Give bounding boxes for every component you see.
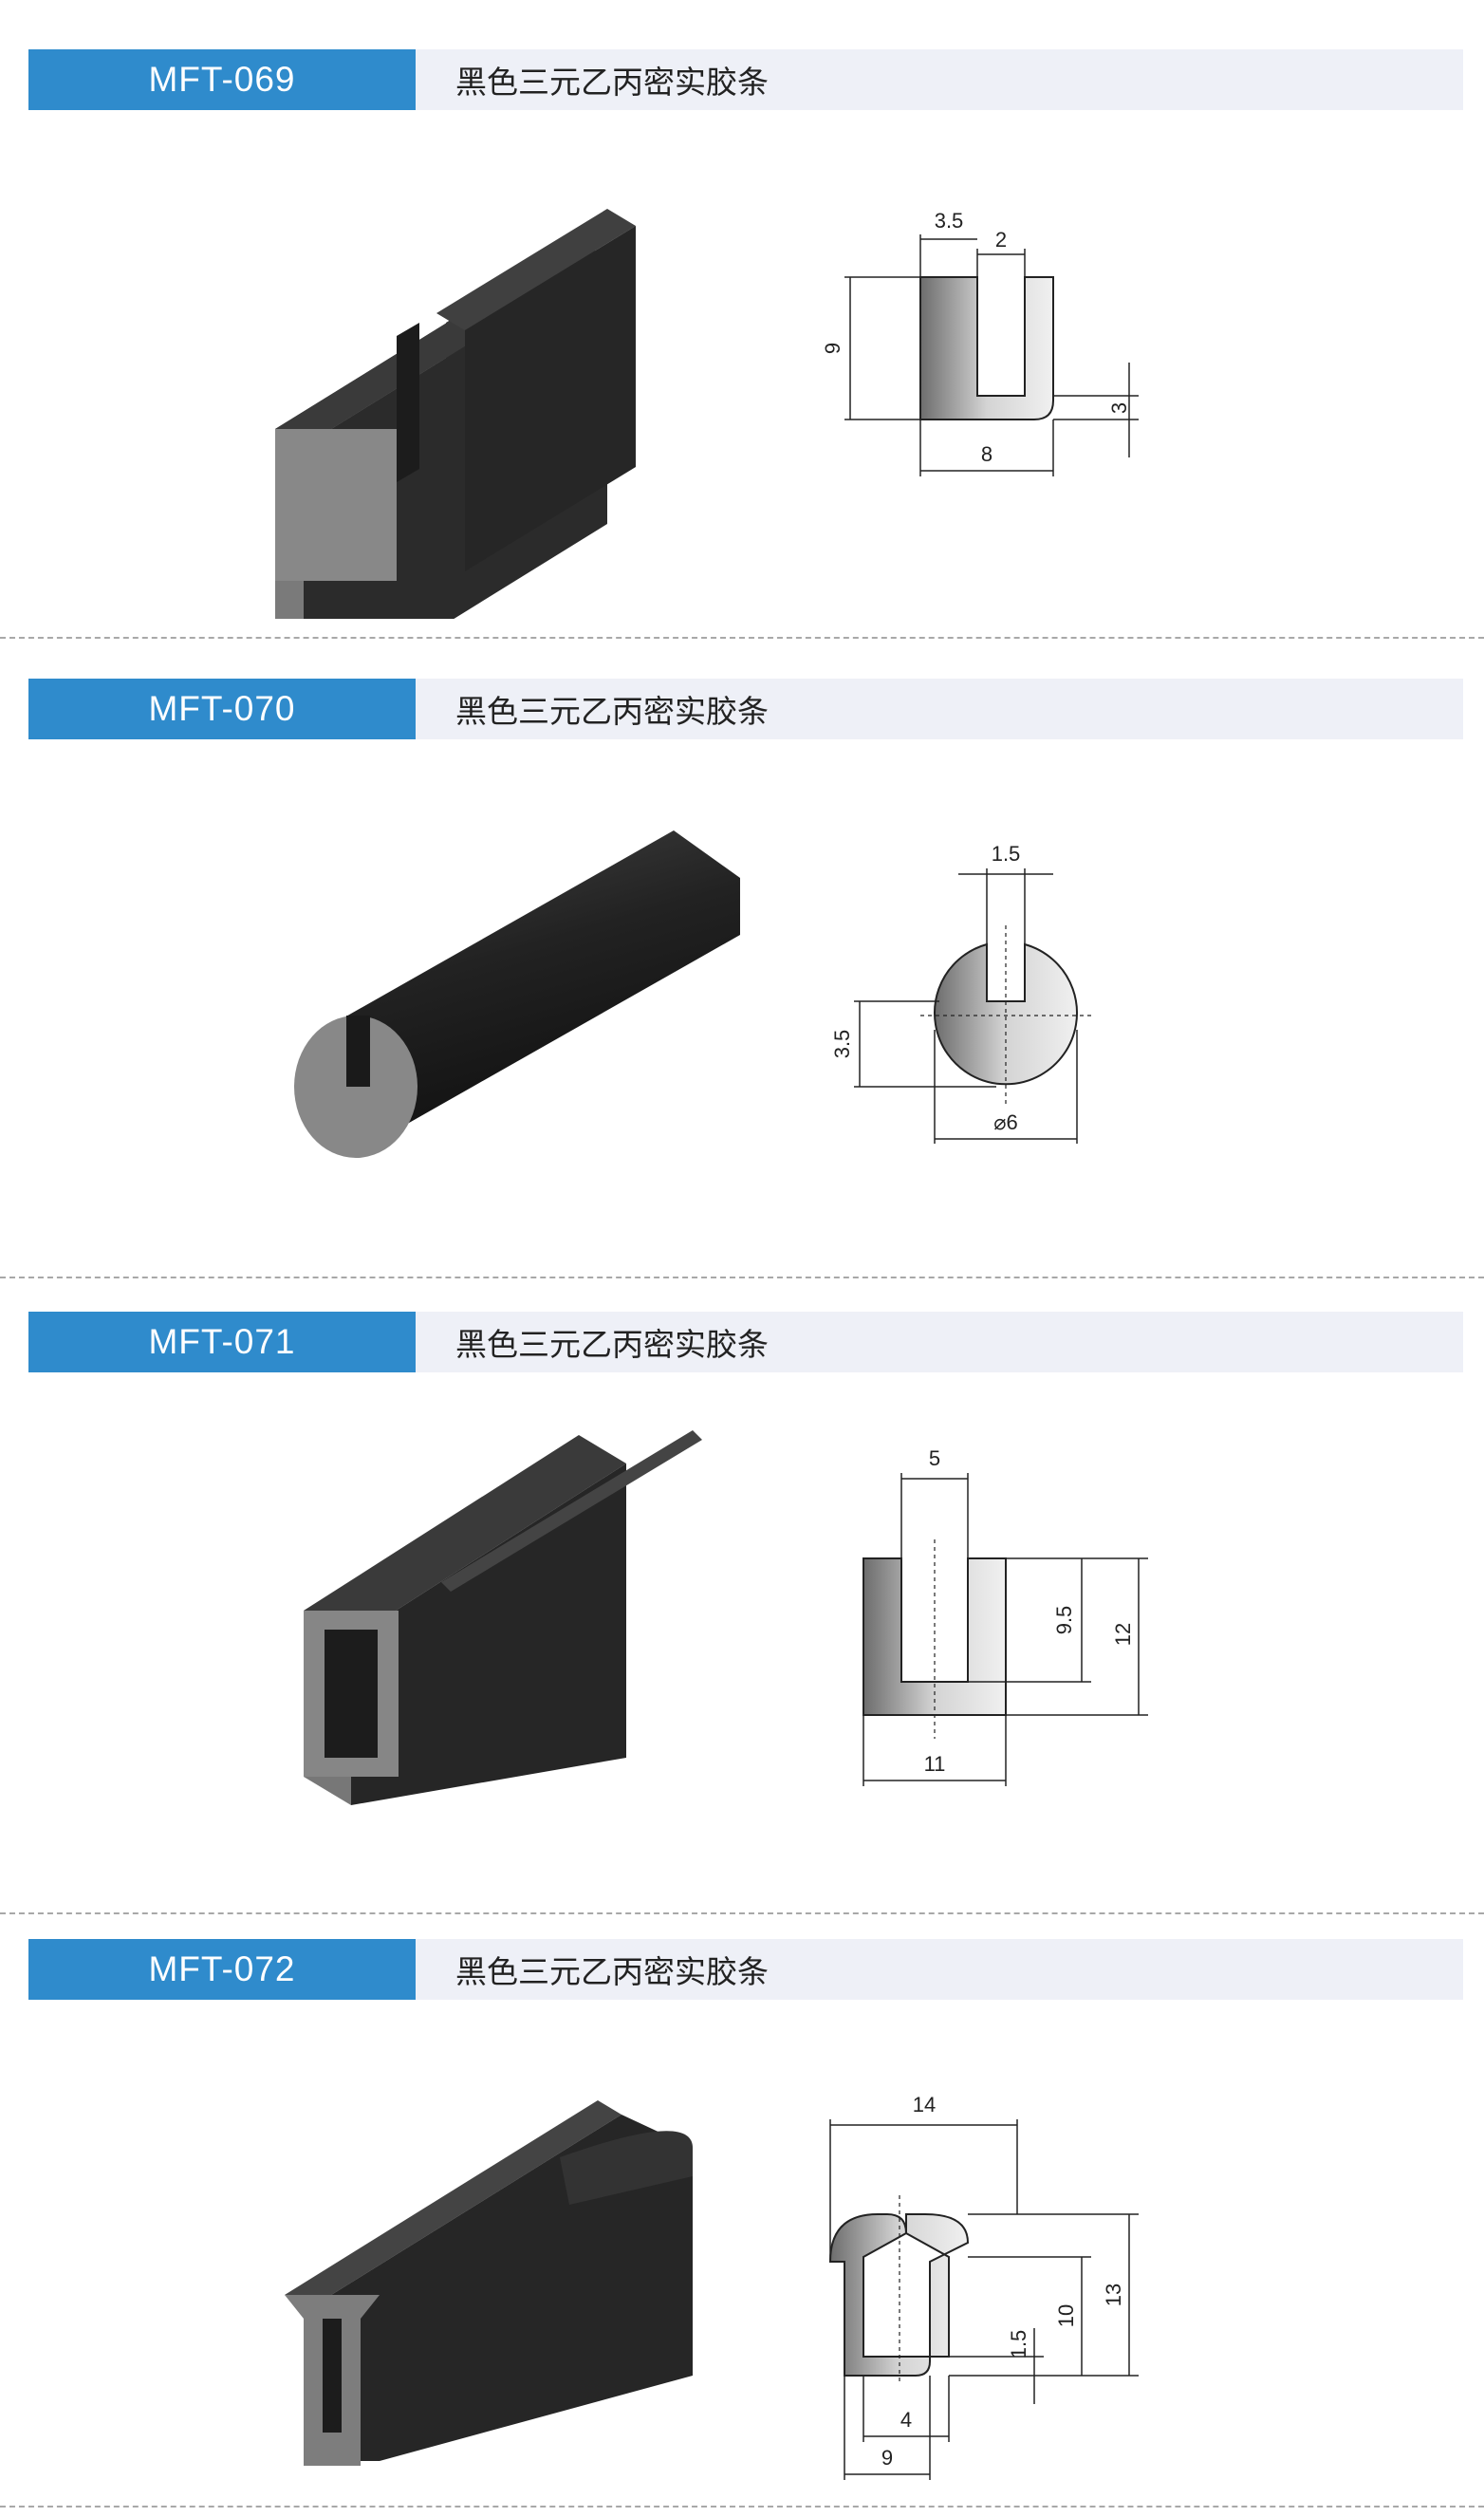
product-name: 黑色三元乙丙密实胶条: [455, 1954, 769, 1989]
dim-slot: 2: [995, 228, 1007, 252]
product-section-069: MFT-069 黑色三元乙丙密实胶条 3.5 2 9: [0, 49, 1484, 619]
dim-diameter: ⌀6: [993, 1110, 1017, 1134]
dim-slot: 4: [900, 2408, 912, 2432]
product-code: MFT-069: [28, 49, 416, 110]
product-section-070: MFT-070 黑色三元乙丙密实胶条 1.5: [0, 679, 1484, 1229]
dim-width: 11: [924, 1752, 946, 1776]
product-header: MFT-070 黑色三元乙丙密实胶条: [28, 679, 1463, 739]
drawing-072: 14 10 13 1.5 4 9: [828, 2093, 1139, 2480]
section-divider: [0, 637, 1484, 639]
section-divider: [0, 1277, 1484, 1278]
drawing-071: 5 9.5 12 11: [863, 1446, 1148, 1786]
section-divider: [0, 1912, 1484, 1914]
drawing-069: 3.5 2 9 3 8: [821, 209, 1139, 476]
product-code: MFT-071: [28, 1312, 416, 1372]
product-section-072: MFT-072 黑色三元乙丙密实胶条 14 10 13 1.: [0, 1939, 1484, 2508]
section-divider: [0, 2506, 1484, 2508]
product-photo-071: [304, 1430, 702, 1805]
dim-center: 3.5: [830, 1030, 854, 1059]
dim-height: 13: [1102, 2284, 1125, 2306]
dim-base: 3: [1107, 402, 1131, 414]
dim-width: 8: [981, 442, 992, 466]
product-header: MFT-072 黑色三元乙丙密实胶条: [28, 1939, 1463, 2000]
product-name: 黑色三元乙丙密实胶条: [455, 694, 769, 729]
product-code: MFT-072: [28, 1939, 416, 2000]
dim-width: 9: [881, 2446, 893, 2470]
dim-slot: 1.5: [992, 842, 1021, 866]
dim-base: 1.5: [1007, 2330, 1030, 2359]
dim-inner: 9.5: [1052, 1606, 1076, 1635]
product-photo-070: [294, 830, 740, 1158]
product-photo-069: [275, 209, 636, 619]
product-section-071: MFT-071 黑色三元乙丙密实胶条 5 9.5 12: [0, 1312, 1484, 1862]
product-name: 黑色三元乙丙密实胶条: [455, 1327, 769, 1362]
dim-slot: 5: [929, 1446, 940, 1470]
dim-height: 12: [1111, 1623, 1135, 1646]
product-header: MFT-069 黑色三元乙丙密实胶条: [28, 49, 1463, 110]
product-code: MFT-070: [28, 679, 416, 739]
dim-inner: 10: [1054, 2304, 1078, 2327]
product-name: 黑色三元乙丙密实胶条: [455, 65, 769, 100]
product-header: MFT-071 黑色三元乙丙密实胶条: [28, 1312, 1463, 1372]
dim-top-left: 3.5: [935, 209, 964, 233]
dim-top-width: 14: [913, 2093, 936, 2116]
product-photo-072: [285, 2100, 693, 2466]
dim-height: 9: [821, 343, 844, 354]
drawing-070: 1.5 3.5 ⌀6: [830, 842, 1091, 1144]
